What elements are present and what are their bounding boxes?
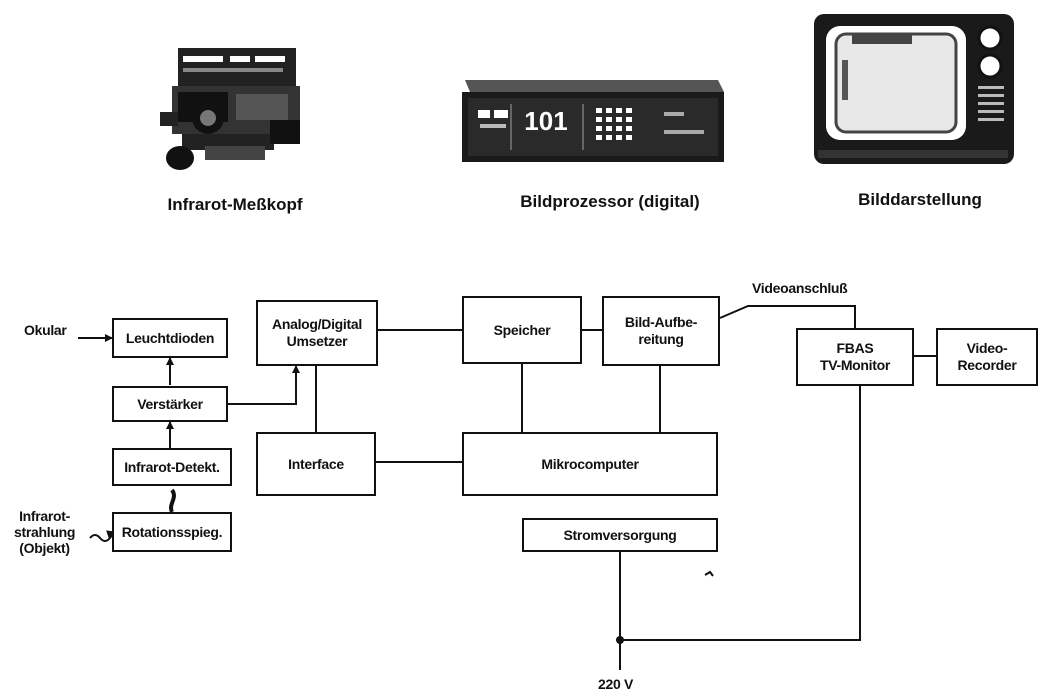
block-verstaerker-label: Verstärker	[137, 395, 203, 412]
scan-artifact-mark	[704, 570, 714, 577]
block-stromversorgung: Stromversorgung	[522, 518, 718, 552]
block-leuchtdioden-label: Leuchtdioden	[125, 329, 215, 346]
processor-panel-digits: 101	[524, 106, 567, 136]
block-bild-label-line2: reitung	[638, 331, 684, 347]
block-stromversorgung-label: Stromversorgung	[563, 526, 677, 543]
block-rotationsspiegel-label: Rotationsspieg.	[121, 523, 223, 540]
power-to-monitor-link	[620, 386, 861, 641]
block-rotationsspiegel: Rotationsspieg.	[112, 512, 232, 552]
label-videoanschluss: Videoanschluß	[752, 280, 848, 296]
block-bild-aufbereitung: Bild-Aufbe- reitung	[602, 296, 720, 366]
block-infrarot-detektor-label: Infrarot-Detekt.	[124, 458, 220, 475]
caption-image-display: Bilddarstellung	[858, 190, 982, 209]
block-speicher: Speicher	[462, 296, 582, 364]
block-video-recorder: Video- Recorder	[936, 328, 1038, 386]
power-junction-dot	[616, 636, 624, 644]
block-analog-digital-umsetzer: Analog/Digital Umsetzer	[256, 300, 378, 366]
video-output-link	[719, 305, 856, 328]
mirror-to-detector-link	[169, 488, 176, 513]
label-strahlung-line3: (Objekt)	[19, 540, 70, 557]
processor-unit-icon	[462, 80, 724, 162]
block-mikrocomputer: Mikrocomputer	[462, 432, 718, 496]
block-leuchtdioden: Leuchtdioden	[112, 318, 228, 358]
block-adc-label-line2: Umsetzer	[286, 333, 348, 349]
block-verstaerker: Verstärker	[112, 386, 228, 422]
block-fbas-label-line2: TV-Monitor	[819, 357, 891, 373]
label-strahlung-line2: strahlung	[14, 524, 76, 541]
tv-monitor-icon	[814, 14, 1014, 164]
label-voltage-220v: 220 V	[598, 676, 634, 692]
block-fbas-label-line1: FBAS	[836, 340, 874, 357]
block-video-label-line1: Video-	[966, 340, 1008, 357]
block-bild-label-line1: Bild-Aufbe-	[624, 314, 698, 331]
label-okular: Okular	[24, 322, 67, 338]
amp-to-adc-arrow	[228, 365, 300, 405]
caption-image-processor: Bildprozessor (digital)	[520, 192, 700, 211]
camera-head-icon	[160, 48, 300, 170]
label-infrarot-strahlung: Infrarot- strahlung (Objekt)	[14, 508, 75, 556]
block-video-label-line2: Recorder	[957, 357, 1017, 373]
block-interface: Interface	[256, 432, 376, 496]
label-strahlung-line1: Infrarot-	[19, 508, 71, 524]
block-mikrocomputer-label: Mikrocomputer	[541, 455, 639, 472]
block-fbas-tv-monitor: FBAS TV-Monitor	[796, 328, 914, 386]
block-adc-label-line1: Analog/Digital	[272, 316, 362, 333]
caption-measuring-head: Infrarot-Meßkopf	[167, 195, 303, 214]
block-speicher-label: Speicher	[493, 321, 551, 338]
block-interface-label: Interface	[288, 455, 344, 472]
block-infrarot-detektor: Infrarot-Detekt.	[112, 448, 232, 486]
